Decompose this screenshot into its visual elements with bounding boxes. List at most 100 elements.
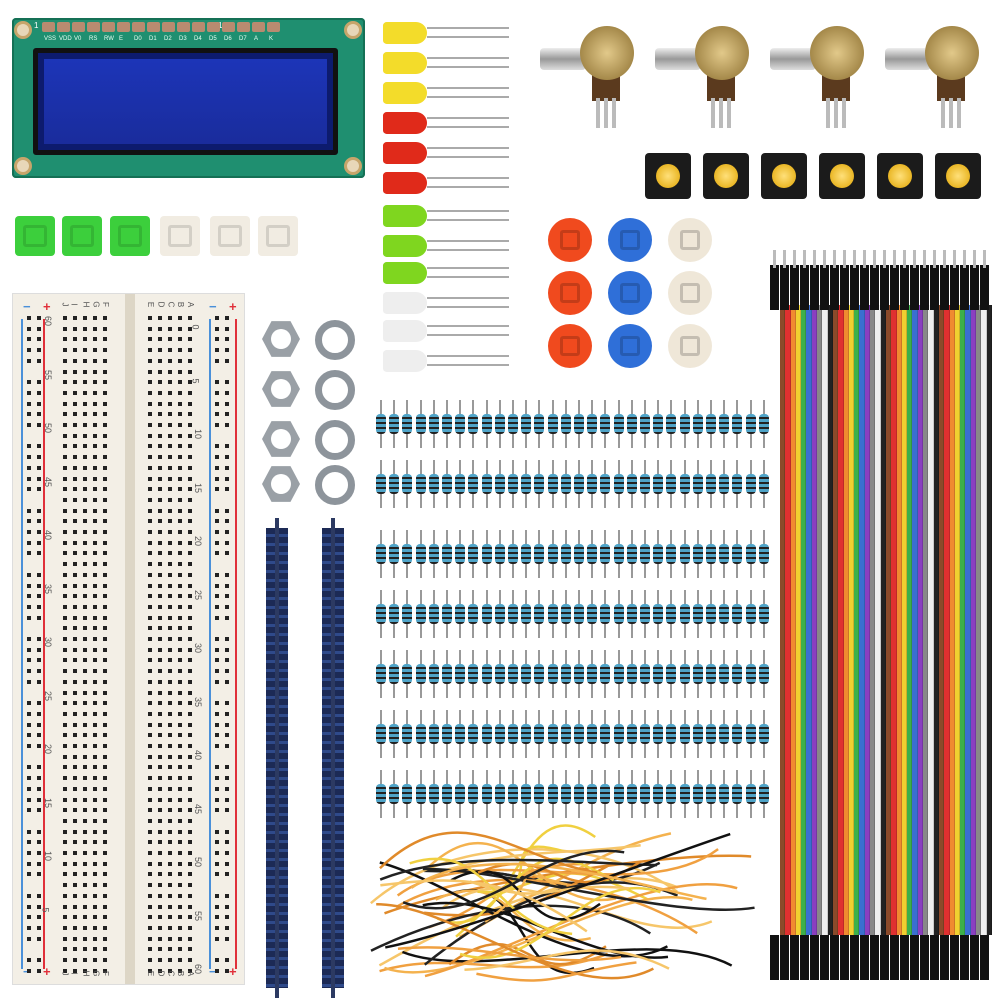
rail-hole	[215, 594, 219, 599]
resistor-body	[666, 544, 677, 564]
breadboard-hole	[73, 551, 77, 556]
breadboard-hole	[103, 455, 107, 460]
resistor	[481, 650, 492, 698]
breadboard-hole	[93, 594, 97, 599]
breadboard-hole	[158, 380, 162, 385]
breadboard-hole	[168, 722, 172, 727]
lcd-pin	[177, 22, 190, 32]
led-bulb	[383, 320, 427, 342]
breadboard-hole	[83, 637, 87, 641]
resistor	[653, 460, 664, 508]
tactile-button	[935, 153, 981, 199]
resistor	[560, 460, 571, 508]
breadboard-hole	[158, 797, 162, 802]
resistor-body	[428, 664, 439, 684]
breadboard-hole	[148, 465, 152, 470]
breadboard-hole	[158, 637, 162, 641]
resistor	[415, 590, 426, 638]
breadboard-hole	[188, 958, 192, 962]
resistor	[389, 530, 400, 578]
resistor	[679, 770, 690, 818]
breadboard-hole	[178, 754, 182, 759]
breadboard-hole	[168, 776, 172, 781]
breadboard-hole	[178, 936, 182, 941]
resistor	[494, 650, 505, 698]
hex-nut-icon	[262, 421, 300, 457]
rail-hole	[27, 572, 31, 577]
resistor	[613, 590, 624, 638]
resistor	[481, 770, 492, 818]
resistor	[732, 400, 743, 448]
resistor	[376, 710, 386, 758]
breadboard-hole	[93, 423, 97, 427]
resistor-body	[758, 414, 769, 434]
breadboard-hole	[103, 476, 107, 481]
rail-hole	[215, 658, 219, 663]
rail-hole	[37, 808, 41, 813]
rail-hole	[225, 786, 229, 791]
breadboard-hole	[158, 701, 162, 706]
breadboard-hole	[83, 316, 87, 320]
led-lead	[427, 267, 509, 269]
dupont-connector	[780, 265, 789, 310]
rail-hole	[215, 487, 219, 492]
resistor	[679, 530, 690, 578]
resistor	[613, 460, 624, 508]
round-button-cap	[668, 271, 712, 315]
breadboard-hole	[83, 968, 87, 973]
rail-hole	[27, 797, 31, 802]
breadboard-hole	[63, 337, 67, 342]
resistor-body	[442, 544, 452, 564]
breadboard-hole	[63, 615, 67, 620]
breadboard-hole	[63, 658, 67, 663]
breadboard-hole	[178, 572, 182, 577]
breadboard-hole	[158, 818, 162, 823]
resistor	[640, 650, 650, 698]
led-lead	[427, 96, 509, 98]
breadboard-hole	[83, 679, 87, 684]
resistor	[415, 770, 426, 818]
breadboard-hole	[148, 401, 152, 406]
breadboard-hole	[148, 669, 152, 674]
breadboard-hole	[158, 369, 162, 374]
rail-hole	[225, 316, 229, 320]
breadboard-hole	[93, 562, 97, 567]
breadboard-hole	[168, 904, 172, 909]
breadboard-hole	[158, 669, 162, 674]
breadboard-hole	[178, 744, 182, 748]
breadboard-hole	[73, 904, 77, 909]
dupont-pin	[783, 250, 786, 268]
resistor	[679, 460, 690, 508]
resistor-body	[653, 474, 664, 494]
breadboard-hole	[103, 626, 107, 631]
breadboard-hole	[178, 722, 182, 727]
ribbon-wire	[917, 305, 924, 935]
ribbon-wire	[928, 305, 934, 935]
resistor	[468, 590, 479, 638]
mount-hole	[14, 21, 32, 39]
resistor	[719, 460, 730, 508]
resistor-body	[547, 544, 558, 564]
breadboard-hole	[93, 465, 97, 470]
breadboard-hole	[168, 883, 172, 888]
rail-hole	[27, 808, 31, 813]
breadboard-hole	[63, 872, 67, 877]
breadboard-hole	[158, 776, 162, 781]
rail-hole	[215, 316, 219, 320]
rail-hole	[215, 637, 219, 641]
breadboard-hole	[73, 733, 77, 738]
breadboard-hole	[83, 733, 87, 738]
breadboard-hole	[178, 316, 182, 320]
ribbon-wire	[838, 305, 844, 935]
rail-hole	[37, 326, 41, 331]
breadboard-hole	[83, 433, 87, 438]
breadboard-hole	[178, 519, 182, 524]
rail-hole	[37, 733, 41, 738]
resistor	[706, 530, 716, 578]
resistor-body	[389, 604, 400, 624]
resistor	[376, 460, 386, 508]
resistor-body	[653, 664, 664, 684]
ribbon-wire	[854, 305, 860, 935]
rail-hole	[215, 455, 219, 460]
resistor-body	[706, 604, 716, 624]
